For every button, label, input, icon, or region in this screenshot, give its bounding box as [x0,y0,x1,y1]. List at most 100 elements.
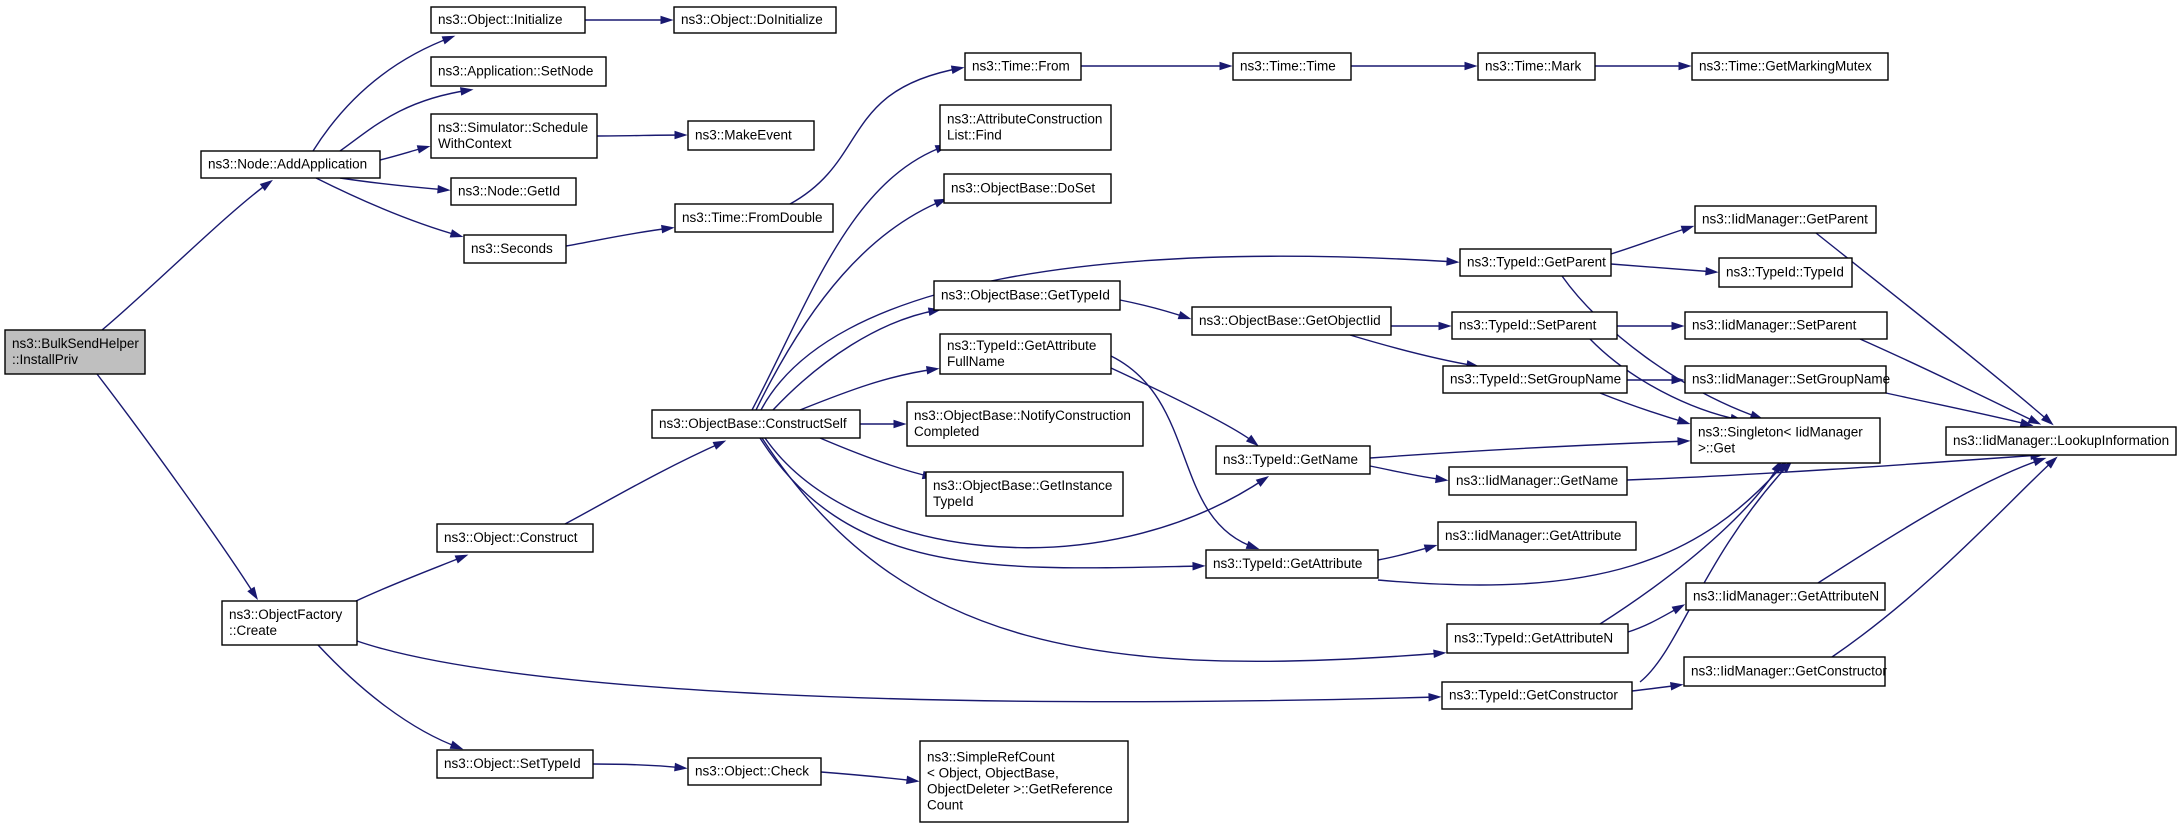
node-tidgetattribute[interactable]: ns3::TypeId::GetAttribute [1205,549,1379,579]
node-label: ns3::TypeId::GetAttributeN [1454,631,1613,646]
node-label: List::Find [947,128,1002,143]
node-box [1685,582,1886,611]
edge-tidgetattributen-to-singletonget [1599,459,1782,625]
edge-arrowhead [449,740,464,750]
edge-line [1369,465,1446,481]
node-objinit[interactable]: ns3::Object::Initialize [430,6,586,34]
node-tidgetparent[interactable]: ns3::TypeId::GetParent [1459,248,1612,277]
node-label: ns3::TypeId::GetAttribute [947,338,1096,353]
node-label: ns3::Object::SetTypeId [444,756,581,771]
node-ofcreate[interactable]: ns3::ObjectFactory::Create [221,600,358,646]
node-iidgetattributen[interactable]: ns3::IidManager::GetAttributeN [1685,582,1886,611]
edge-line [1369,440,1688,459]
node-label: ns3::IidManager::SetGroupName [1692,372,1890,387]
node-timefrom[interactable]: ns3::Time::From [964,52,1082,81]
node-tidtypeid[interactable]: ns3::TypeId::TypeId [1718,257,1853,288]
node-addapp[interactable]: ns3::Node::AddApplication [200,150,381,179]
node-singletonget[interactable]: ns3::Singleton< IidManager >::Get [1690,417,1881,464]
node-lookupinfo[interactable]: ns3::IidManager::LookupInformation [1945,426,2177,456]
node-doinit[interactable]: ns3::Object::DoInitialize [673,6,837,34]
edge-arrowhead [1676,416,1691,425]
edge-tidgetname-to-iidgetname [1369,465,1449,484]
node-box [1442,365,1628,394]
edge-objcheck-to-simplerefcount [820,771,920,785]
node-label: ns3::ObjectBase::ConstructSelf [659,416,847,431]
edge-arrowhead [449,229,464,238]
edge-root-to-addapp [101,179,273,331]
edge-line [1885,392,2031,426]
node-box [436,749,594,779]
node-tidgetname[interactable]: ns3::TypeId::GetName [1215,445,1371,475]
node-obgettypeid[interactable]: ns3::ObjectBase::GetTypeId [933,280,1121,311]
edge-tidgetparent-to-iidgetparent [1610,225,1695,255]
edge-tidgetattributen-to-iidgetattributen [1627,604,1686,633]
node-objsettypeid[interactable]: ns3::Object::SetTypeId [436,749,594,779]
node-label: TypeId [933,494,974,509]
node-label: ns3::Object::Initialize [438,12,563,27]
edge-getattrfullname-to-tidgetattribute [1110,355,1260,550]
node-constructself[interactable]: ns3::ObjectBase::ConstructSelf [651,409,861,439]
node-iidgetconstructor[interactable]: ns3::IidManager::GetConstructor [1683,656,1887,687]
node-iidsetgroupname[interactable]: ns3::IidManager::SetGroupName [1684,365,1890,394]
edge-getobjectiid-to-tidsetparent [1391,321,1452,331]
node-appsetnode[interactable]: ns3::Application::SetNode [430,56,607,87]
node-iidgetattribute[interactable]: ns3::IidManager::GetAttribute [1437,521,1637,551]
node-tidsetparent[interactable]: ns3::TypeId::SetParent [1451,311,1618,340]
node-label: ::InstallPriv [12,352,78,367]
node-box [1684,365,1887,394]
node-iidgetparent[interactable]: ns3::IidManager::GetParent [1694,205,1877,234]
node-iidsetparent[interactable]: ns3::IidManager::SetParent [1684,311,1888,340]
edge-arrowhead [1671,604,1686,615]
node-label: ns3::IidManager::LookupInformation [1953,433,2169,448]
edge-arrowhead [1435,474,1449,484]
node-label: ns3::TypeId::GetName [1223,452,1358,467]
edge-timetime-to-timemark [1351,61,1478,71]
node-box [1477,52,1596,81]
node-box [1690,417,1881,464]
node-simplerefcount[interactable]: ns3::SimpleRefCount< Object, ObjectBase,… [919,740,1129,823]
edge-arrowhead [454,554,469,564]
edge-arrowhead [1428,692,1442,702]
edge-tidsetgroupname-to-iidsetgroupname [1626,375,1685,385]
node-getobjectiid[interactable]: ns3::ObjectBase::GetObjectIid [1191,306,1392,336]
edge-arrowhead [2019,418,2034,427]
node-seconds[interactable]: ns3::Seconds [463,234,567,264]
node-nodegetid[interactable]: ns3::Node::GetId [450,177,577,206]
node-tidsetgroupname[interactable]: ns3::TypeId::SetGroupName [1442,365,1628,394]
node-box [964,52,1082,81]
node-label: ns3::TypeId::SetParent [1459,318,1597,333]
node-objconstruct[interactable]: ns3::Object::Construct [436,523,594,553]
node-root[interactable]: ns3::BulkSendHelper::InstallPriv [4,329,146,375]
edge-constructself-to-acfind [751,144,949,411]
node-label: ns3::Object::DoInitialize [681,12,823,27]
node-objcheck[interactable]: ns3::Object::Check [687,757,822,786]
node-box [1232,52,1352,81]
node-getmarkingmutex[interactable]: ns3::Time::GetMarkingMutex [1691,52,1889,81]
node-tidgetconstructor[interactable]: ns3::TypeId::GetConstructor [1441,681,1633,710]
edge-arrowhead [661,224,675,234]
edge-arrowhead [1678,61,1692,71]
node-box [1448,466,1628,496]
edge-arrowhead [1670,681,1684,691]
edge-line [761,437,1444,663]
edge-arrowhead [1433,649,1447,659]
node-box [651,409,861,439]
edge-line [339,89,471,152]
node-tidgetattributen[interactable]: ns3::TypeId::GetAttributeN [1446,623,1629,654]
edge-line [317,644,461,749]
node-makeevent[interactable]: ns3::MakeEvent [687,120,815,151]
node-iidgetname[interactable]: ns3::IidManager::GetName [1448,466,1628,496]
node-timetime[interactable]: ns3::Time::Time [1232,52,1352,81]
node-box [1441,681,1633,710]
edge-arrowhead [1192,561,1206,571]
node-label: ns3::IidManager::GetParent [1702,212,1868,227]
node-doset[interactable]: ns3::ObjectBase::DoSet [943,173,1112,204]
node-notifyconstr[interactable]: ns3::ObjectBase::NotifyConstructionCompl… [906,401,1144,447]
node-timemark[interactable]: ns3::Time::Mark [1477,52,1596,81]
edge-objconstruct-to-constructself [564,440,727,525]
node-fromdouble[interactable]: ns3::Time::FromDouble [674,203,834,233]
